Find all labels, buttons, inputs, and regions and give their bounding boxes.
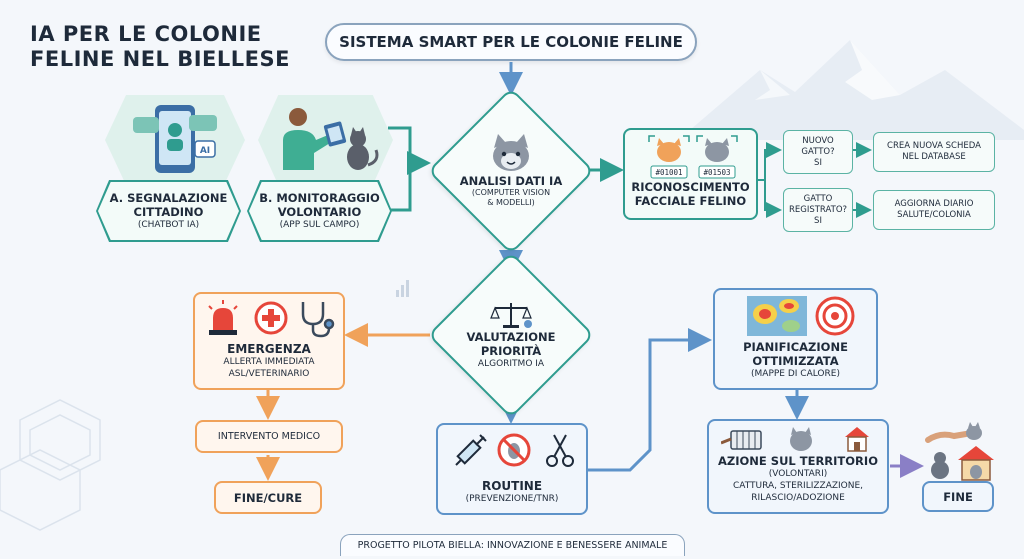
emergenza-card: EMERGENZA ALLERTA IMMEDIATA ASL/VETERINA… — [193, 292, 345, 390]
segnalazione-label: A. SEGNALAZIONE CITTADINO (CHATBOT IA) — [96, 180, 241, 242]
top-box-sistema-smart: SISTEMA SMART PER LE COLONIE FELINE — [325, 23, 697, 61]
gatto-registrato-line-2: REGISTRATO? — [788, 204, 848, 215]
analisi-sub-2: & MODELLI) — [487, 198, 535, 207]
cat-icon — [790, 427, 812, 451]
scissors-icon — [546, 434, 574, 467]
azione-sub-2: CATTURA, STERILIZZAZIONE, — [732, 481, 864, 491]
valutazione-content: VALUTAZIONE PRIORITÀ ALGORITMO IA — [440, 276, 582, 394]
azione-sub-1: (VOLONTARI) — [768, 469, 828, 479]
pianificazione-title-1: PIANIFICAZIONE — [743, 340, 848, 354]
riconoscimento-title-1: RICONOSCIMENTO — [631, 180, 750, 194]
aggiorna-diario-line-2: SALUTE/COLONIA — [897, 210, 971, 220]
gatto-registrato-line-1: GATTO — [803, 193, 833, 204]
segnalazione-title-2: CITTADINO — [133, 205, 204, 219]
stethoscope-icon — [301, 302, 335, 338]
emergency-icons — [208, 300, 335, 338]
segnalazione-icon-hex: AI — [105, 95, 245, 185]
fine-label: FINE — [943, 489, 973, 504]
aggiorna-diario-box: AGGIORNA DIARIO SALUTE/COLONIA — [873, 190, 995, 230]
emergenza-title: EMERGENZA — [227, 342, 311, 356]
valutazione-title-1: VALUTAZIONE — [466, 330, 556, 344]
emergenza-sub-1: ALLERTA IMMEDIATA — [223, 357, 315, 367]
segnalazione-title-1: A. SEGNALAZIONE — [109, 191, 228, 205]
siren-icon — [208, 300, 238, 335]
analisi-title: ANALISI DATI IA — [459, 174, 563, 188]
target-icon — [815, 296, 855, 336]
monitoraggio-title-1: B. MONITORAGGIO — [259, 191, 380, 205]
crea-scheda-line-1: CREA NUOVA SCHEDA — [887, 141, 981, 151]
crea-scheda-box: CREA NUOVA SCHEDA NEL DATABASE — [873, 132, 995, 172]
monitoraggio-label: B. MONITORAGGIO VOLONTARIO (APP SUL CAMP… — [247, 180, 392, 242]
nuovo-gatto-line-2: GATTO? — [801, 146, 835, 157]
aggiorna-diario-line-1: AGGIORNA DIARIO — [894, 199, 974, 209]
routine-title: ROUTINE — [481, 479, 543, 493]
routine-card: ROUTINE (PREVENZIONE/TNR) — [436, 423, 588, 515]
routine-icons — [455, 433, 574, 467]
diagram-title: IA PER LE COLONIE FELINE NEL BIELLESE — [30, 22, 290, 72]
emergenza-sub-2: ASL/VETERINARIO — [228, 369, 310, 379]
azione-title: AZIONE SUL TERRITORIO — [718, 454, 878, 468]
monitoraggio-sub: (APP SUL CAMPO) — [279, 220, 360, 230]
azione-card: AZIONE SUL TERRITORIO (VOLONTARI) CATTUR… — [707, 419, 889, 514]
footer-banner: PROGETTO PILOTA BIELLA: INNOVAZIONE E BE… — [340, 534, 685, 556]
medical-cross-icon — [254, 301, 288, 335]
trap-cage-icon — [721, 430, 762, 450]
phone-chat-icon: AI — [133, 105, 217, 173]
crea-scheda-line-2: NEL DATABASE — [902, 152, 966, 162]
title-line-2: FELINE NEL BIELLESE — [30, 47, 290, 71]
adoption-icon — [925, 422, 994, 481]
valutazione-title-2: PRIORITÀ — [480, 344, 542, 358]
valutazione-sub: ALGORITMO IA — [477, 359, 545, 369]
monitoraggio-title-2: VOLONTARIO — [277, 205, 362, 219]
riconoscimento-card: #01001 #01503 RICONOSCIMENTO FACCIALE FE… — [623, 128, 758, 220]
syringe-icon — [455, 434, 487, 466]
pianificazione-card: PIANIFICAZIONE OTTIMIZZATA (MAPPE DI CAL… — [713, 288, 878, 390]
riconoscimento-title-2: FACCIALE FELINO — [634, 194, 747, 208]
volunteer-camera-icon — [283, 108, 379, 170]
nuovo-gatto-line-1: NUOVO — [802, 135, 834, 146]
azione-icons — [721, 427, 869, 452]
hand-cat-icon — [925, 422, 982, 443]
fine-box: FINE — [922, 481, 994, 512]
nuovo-gatto-box: NUOVO GATTO? SI — [783, 130, 853, 174]
heatmap-target-icons — [747, 296, 855, 336]
no-pregnancy-icon — [497, 433, 531, 467]
ai-chip-label: AI — [200, 146, 210, 156]
gatto-registrato-line-3: SI — [814, 215, 822, 226]
monitoraggio-icon-hex — [258, 95, 393, 185]
analisi-sub-1: (COMPUTER VISION — [471, 188, 551, 197]
cat-tag-1: #01001 — [655, 168, 682, 177]
scale-balance-icon — [490, 303, 532, 328]
title-line-1: IA PER LE COLONIE — [30, 22, 262, 46]
house-icon — [845, 427, 869, 452]
analisi-content: ANALISI DATI IA (COMPUTER VISION & MODEL… — [440, 112, 582, 230]
routine-sub: (PREVENZIONE/TNR) — [465, 494, 559, 504]
pianificazione-title-2: OTTIMIZZATA — [752, 354, 839, 368]
pianificazione-sub: (MAPPE DI CALORE) — [751, 369, 840, 379]
fine-cure-label: FINE/CURE — [233, 490, 303, 505]
fine-cure-box: FINE/CURE — [214, 481, 322, 514]
cat-faces-recognition-icon: #01001 #01503 — [648, 135, 738, 179]
heatmap-icon — [747, 296, 807, 336]
intervento-medico-box: INTERVENTO MEDICO — [195, 420, 343, 453]
segnalazione-sub: (CHATBOT IA) — [137, 220, 200, 230]
intervento-medico-label: INTERVENTO MEDICO — [217, 430, 321, 442]
nuovo-gatto-line-3: SI — [814, 157, 822, 168]
cat-house-icon — [931, 446, 994, 481]
cat-tag-2: #01503 — [703, 168, 730, 177]
gatto-registrato-box: GATTO REGISTRATO? SI — [783, 188, 853, 232]
azione-sub-3: RILASCIO/ADOZIONE — [751, 493, 845, 503]
cat-face-icon — [493, 134, 529, 171]
